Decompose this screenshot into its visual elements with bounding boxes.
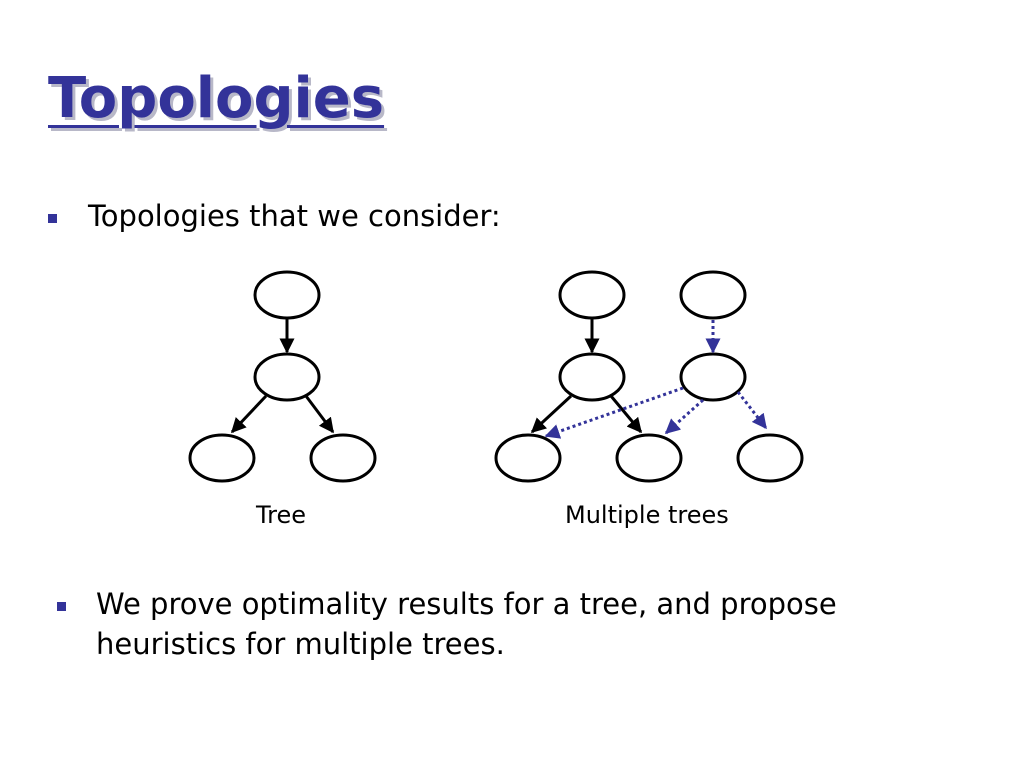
bullet-marker bbox=[48, 214, 57, 223]
multi-node-root1 bbox=[558, 270, 626, 320]
bullet-marker bbox=[57, 602, 66, 611]
tree-edge bbox=[230, 394, 268, 434]
multi-edge-dotted bbox=[664, 398, 704, 435]
multi-edge bbox=[530, 394, 573, 434]
multi-node-mid1 bbox=[558, 352, 626, 402]
multi-node-leaf3 bbox=[736, 433, 804, 483]
tree-edge bbox=[304, 395, 335, 434]
multi-edge-dotted bbox=[736, 391, 768, 430]
bullet-text-1: Topologies that we consider: bbox=[88, 199, 501, 233]
tree-node-mid bbox=[253, 352, 321, 402]
multi-edge-dotted bbox=[544, 386, 684, 439]
tree-label: Tree bbox=[256, 501, 307, 529]
bullet-text-2: We prove optimality results for a tree, … bbox=[96, 587, 837, 621]
tree-node-left bbox=[188, 433, 256, 483]
multi-edge bbox=[609, 395, 643, 434]
multi-node-leaf2 bbox=[615, 433, 683, 483]
multi-node-root2 bbox=[679, 270, 747, 320]
multiple-trees-label: Multiple trees bbox=[565, 501, 729, 529]
bullet-text-2-cont: heuristics for multiple trees. bbox=[96, 627, 505, 661]
multi-node-leaf1 bbox=[494, 433, 562, 483]
tree-node-root bbox=[253, 270, 321, 320]
slide-title: Topologies bbox=[48, 66, 385, 131]
multi-node-mid2 bbox=[679, 352, 747, 402]
tree-node-right bbox=[309, 433, 377, 483]
